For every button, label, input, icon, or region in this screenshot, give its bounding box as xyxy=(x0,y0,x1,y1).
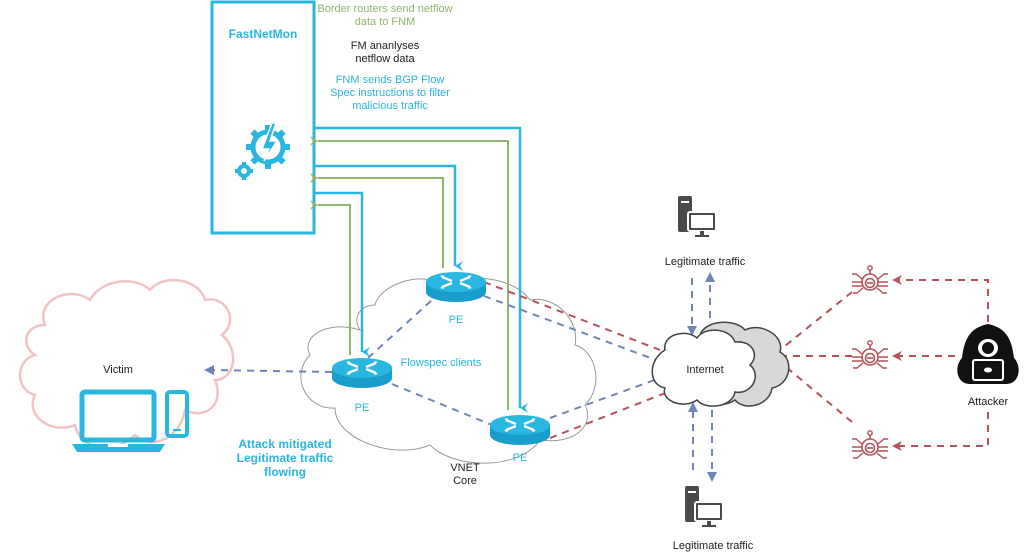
hooded-attacker-icon xyxy=(957,324,1019,384)
fastnetmon-box[interactable] xyxy=(210,0,316,235)
attack-attacker-bot3 xyxy=(898,412,989,447)
mitigated-annotation: Attack mitigated Legitimate traffic flow… xyxy=(230,437,340,479)
flowspec-arrow-bottom xyxy=(314,126,528,413)
netflow-arrow-left xyxy=(310,200,351,355)
netflow-annotation-line-2: data to FNM xyxy=(354,16,416,28)
analyses-annotation-line-1: FM ananlyses xyxy=(350,40,420,52)
router-pe-left[interactable] xyxy=(330,356,394,390)
link-peleft-petop xyxy=(367,299,433,359)
victim-cloud xyxy=(18,278,235,449)
link-pebottom-internet xyxy=(549,377,661,419)
vnet-core-label: VNET Core xyxy=(440,462,490,488)
pe-top-label: PE xyxy=(448,314,464,326)
flowspec-arrow-top xyxy=(314,164,463,271)
pe-left-label: PE xyxy=(354,402,370,414)
link-peleft-pebottom xyxy=(391,383,493,426)
smartphone-icon xyxy=(165,390,189,438)
victim-label: Victim xyxy=(103,364,133,376)
link-petop-internet xyxy=(483,295,657,361)
attack-petop-internet xyxy=(483,281,661,351)
server-icon-bottom xyxy=(684,485,724,528)
flowspec-annotation-line-1: FNM sends BGP Flow xyxy=(335,74,445,86)
vnet-core-line-1: VNET xyxy=(450,462,480,474)
pe-bottom-label: PE xyxy=(512,452,528,464)
bot-icon-2 xyxy=(851,339,889,369)
router-pe-bottom[interactable] xyxy=(488,413,552,447)
analyses-annotation-line-2: netflow data xyxy=(355,53,415,65)
flowspec-annotation-line-2: Spec instructions to filter xyxy=(330,87,450,99)
netflow-annotation-line-1: Border routers send netflow xyxy=(317,3,453,15)
netflow-arrow-bottom xyxy=(310,136,509,410)
flowspec-clients-label: Flowspec clients xyxy=(400,357,482,369)
bot-icon-3 xyxy=(851,429,889,459)
flowspec-annotation: FNM sends BGP Flow Spec instructions to … xyxy=(320,74,460,113)
bot-icon-1 xyxy=(851,264,889,294)
attack-pebottom-internet xyxy=(549,391,669,439)
analyses-annotation: FM ananlyses netflow data xyxy=(335,40,435,66)
legit-top-label: Legitimate traffic xyxy=(664,256,746,268)
attack-bot3-internet xyxy=(779,361,853,423)
attacker-label: Attacker xyxy=(967,396,1009,408)
fastnetmon-label: FastNetMon xyxy=(228,27,298,41)
legit-bottom-label: Legitimate traffic xyxy=(672,540,754,552)
gear-lightning-icon xyxy=(235,122,290,180)
attack-attacker-bot1 xyxy=(898,279,989,322)
laptop-icon xyxy=(72,389,165,452)
mitigated-annotation-line-3: flowing xyxy=(264,465,306,479)
vnet-core-line-2: Core xyxy=(453,475,477,487)
netflow-arrow-top xyxy=(310,173,444,268)
netflow-annotation: Border routers send netflow data to FNM xyxy=(310,3,460,29)
mitigated-annotation-line-2: Legitimate traffic xyxy=(236,451,334,465)
internet-label: Internet xyxy=(686,364,724,376)
flowspec-annotation-line-3: malicious traffic xyxy=(352,100,428,112)
router-pe-top[interactable] xyxy=(424,270,488,304)
server-icon-top xyxy=(677,195,717,238)
mitigated-annotation-line-1: Attack mitigated xyxy=(238,437,332,451)
internet-cloud[interactable] xyxy=(651,321,790,407)
attack-bot1-internet xyxy=(779,291,853,351)
flowspec-arrow-left xyxy=(314,191,370,357)
